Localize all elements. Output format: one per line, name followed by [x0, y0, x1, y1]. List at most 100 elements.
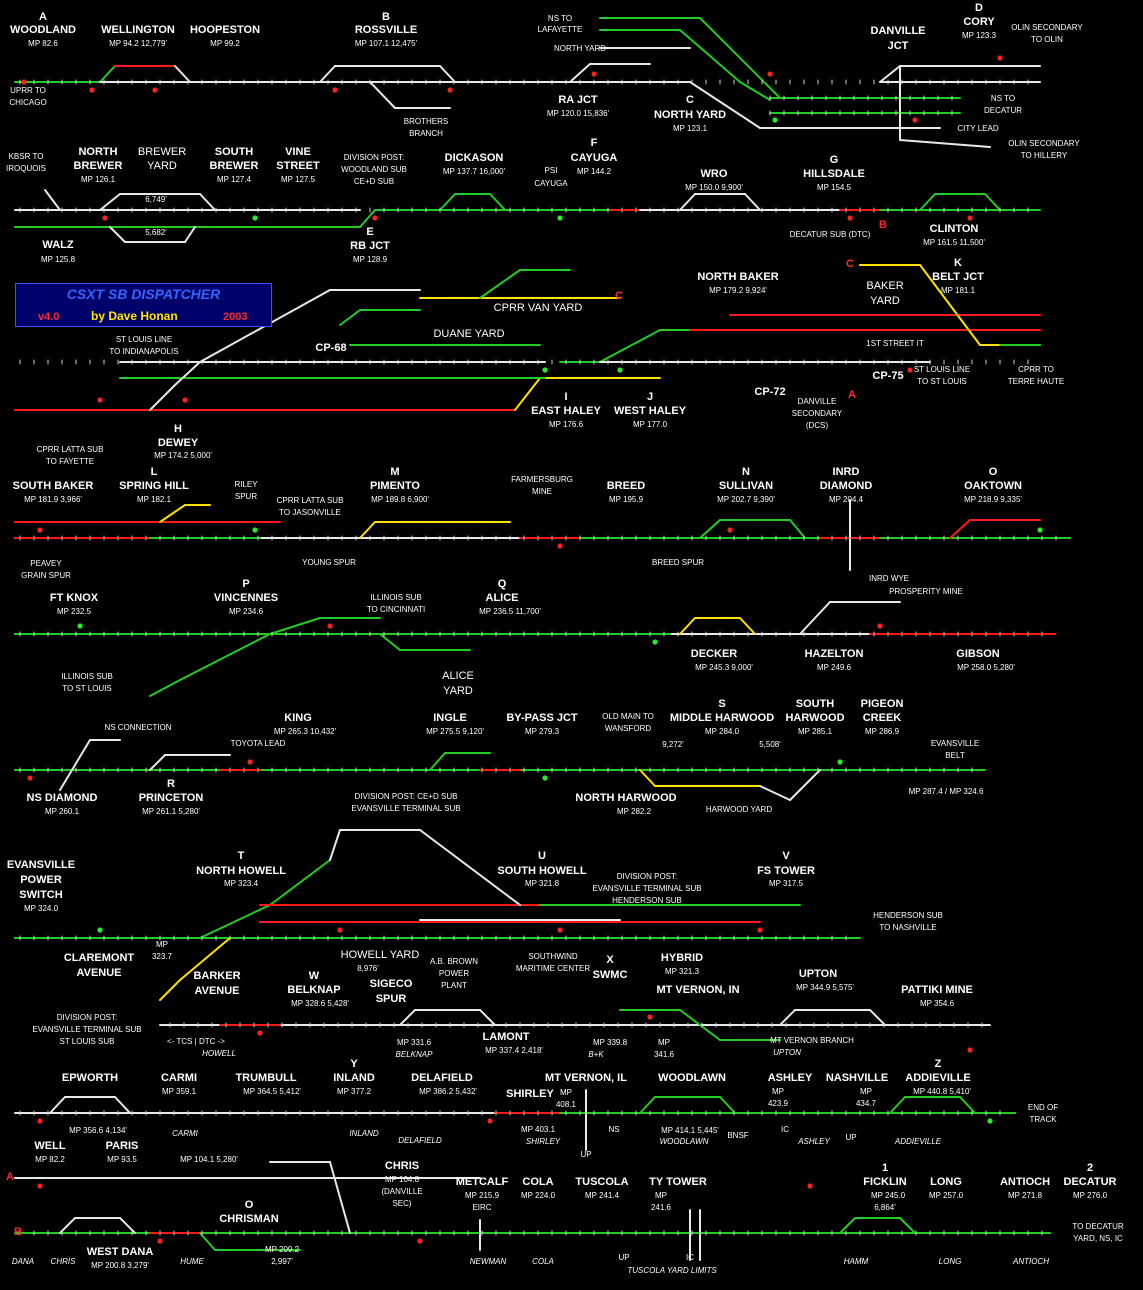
signal-icon[interactable] [21, 79, 27, 85]
track-segment [759, 785, 791, 801]
label: EPWORTH [61, 1072, 119, 1084]
label: 2,997' [271, 1257, 293, 1266]
signal-icon[interactable] [542, 367, 548, 373]
label: MP 182.1 [136, 495, 172, 504]
signal-icon[interactable] [967, 215, 973, 221]
label: MP 236.5 11,700' [479, 607, 541, 616]
signal-icon[interactable] [77, 623, 83, 629]
label: HARWOOD YARD [705, 805, 773, 814]
signal-icon[interactable] [997, 55, 1003, 61]
signal-icon[interactable] [591, 71, 597, 77]
signal-icon[interactable] [157, 1238, 163, 1244]
signal-icon[interactable] [247, 759, 253, 765]
label: MP 94.2 12,779' [109, 39, 167, 48]
track-segment [679, 193, 696, 211]
signal-icon[interactable] [772, 117, 778, 123]
label: O [988, 466, 998, 478]
label: YARD, NS, IC [1073, 1234, 1123, 1243]
label: PROSPERITY MINE [889, 587, 963, 596]
signal-icon[interactable] [557, 215, 563, 221]
signal-icon[interactable] [647, 1014, 653, 1020]
label: DECATUR SUB (DTC) [789, 230, 871, 239]
label: A [39, 11, 47, 23]
signal-layer[interactable] [21, 55, 1043, 1244]
signal-icon[interactable] [877, 623, 883, 629]
label: WEST DANA [86, 1246, 154, 1258]
signal-icon[interactable] [967, 1047, 973, 1053]
signal-icon[interactable] [727, 527, 733, 533]
signal-icon[interactable] [327, 623, 333, 629]
label: CLAREMONT [63, 952, 135, 964]
label: IC [686, 1253, 694, 1262]
label: MP 276.0 [1072, 1191, 1108, 1200]
signal-icon[interactable] [152, 87, 158, 93]
banner-title: CSXT SB DISPATCHER [66, 286, 221, 302]
label: MP 209.2 [264, 1245, 300, 1254]
label: WOODLAWN [658, 1072, 726, 1084]
signal-icon[interactable] [837, 759, 843, 765]
label: MP 321.3 [664, 967, 700, 976]
signal-icon[interactable] [89, 87, 95, 93]
label: COLA [522, 1176, 554, 1188]
label: MP 245.0 [870, 1191, 906, 1200]
label: HARWOOD [785, 712, 845, 724]
label: MP 123.3 [961, 31, 997, 40]
label: TO ST LOUIS [917, 377, 967, 386]
signal-icon[interactable] [252, 215, 258, 221]
signal-icon[interactable] [337, 927, 343, 933]
signal-icon[interactable] [102, 215, 108, 221]
label: CITY LEAD [957, 124, 999, 133]
signal-icon[interactable] [617, 367, 623, 373]
label: HILLSDALE [803, 168, 865, 180]
signal-icon[interactable] [97, 927, 103, 933]
label: IC [781, 1125, 789, 1134]
label: MP 195.9 [608, 495, 644, 504]
signal-icon[interactable] [847, 215, 853, 221]
label: PATTIKI MINE [901, 984, 973, 996]
signal-icon[interactable] [97, 397, 103, 403]
label: TRUMBULL [235, 1072, 297, 1084]
signal-icon[interactable] [252, 527, 258, 533]
signal-icon[interactable] [652, 639, 658, 645]
signal-icon[interactable] [332, 87, 338, 93]
label: BELT [945, 751, 965, 760]
track-segment [919, 193, 936, 211]
label: 2 [1086, 1162, 1094, 1174]
track-segment [679, 617, 696, 635]
label: TUSCOLA [575, 1176, 629, 1188]
signal-icon[interactable] [372, 215, 378, 221]
label: TO OLIN [1031, 35, 1063, 44]
label: MP 323.4 [223, 879, 259, 888]
signal-icon[interactable] [542, 775, 548, 781]
signal-icon[interactable] [807, 1183, 813, 1189]
label: INRD [832, 466, 860, 478]
signal-icon[interactable] [37, 527, 43, 533]
signal-icon[interactable] [557, 927, 563, 933]
label: 408.1 [555, 1100, 577, 1109]
signal-icon[interactable] [447, 87, 453, 93]
label: SEC) [392, 1199, 412, 1208]
track-segment [49, 1096, 66, 1114]
signal-icon[interactable] [557, 543, 563, 549]
signal-icon[interactable] [257, 1030, 263, 1036]
label: Z [934, 1058, 942, 1070]
signal-icon[interactable] [27, 775, 33, 781]
signal-icon[interactable] [417, 1238, 423, 1244]
label: CPRR TO [1018, 365, 1054, 374]
signal-icon[interactable] [987, 1118, 993, 1124]
signal-icon[interactable] [767, 71, 773, 77]
label: TUSCOLA YARD LIMITS [627, 1266, 717, 1275]
label: BREWER [137, 146, 187, 158]
label: MP 328.6 5,428' [291, 999, 349, 1008]
signal-icon[interactable] [37, 1118, 43, 1124]
label: (DCS) [805, 421, 829, 430]
signal-icon[interactable] [37, 1183, 43, 1189]
signal-icon[interactable] [487, 1118, 493, 1124]
signal-icon[interactable] [757, 927, 763, 933]
label: BREWER [73, 160, 123, 172]
signal-icon[interactable] [912, 117, 918, 123]
signal-icon[interactable] [182, 397, 188, 403]
signal-icon[interactable] [907, 367, 913, 373]
signal-icon[interactable] [1037, 527, 1043, 533]
